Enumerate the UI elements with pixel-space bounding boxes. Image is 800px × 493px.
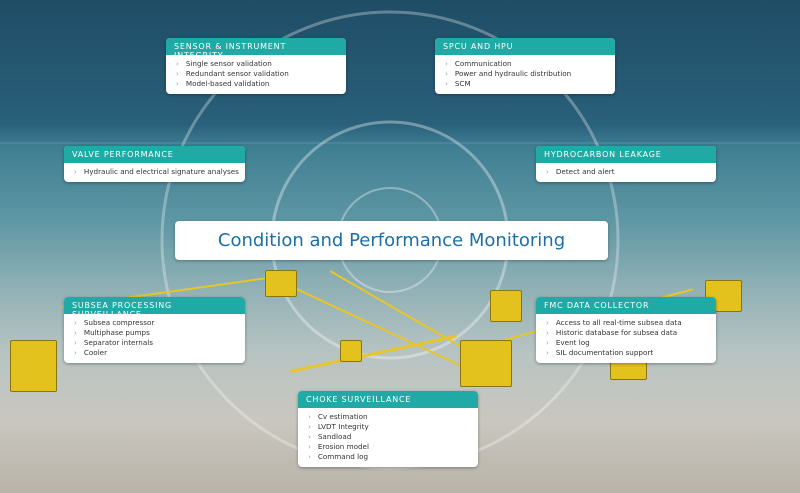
card-header: SPCU and HPU bbox=[435, 38, 615, 55]
main-title: Condition and Performance Monitoring bbox=[175, 221, 608, 260]
card-header: FMC Data Collector bbox=[536, 297, 716, 314]
list-item: Communication bbox=[445, 59, 607, 69]
fmc-data-collector-card: FMC Data Collector Access to all real-ti… bbox=[536, 297, 716, 363]
card-header: Hydrocarbon Leakage bbox=[536, 146, 716, 163]
card-header: Subsea Processing Surveillance bbox=[64, 297, 245, 319]
list-item: SCM bbox=[445, 79, 607, 89]
choke-surveillance-card: Choke Surveillance Cv estimationLVDT Int… bbox=[298, 391, 478, 467]
list-item: Command log bbox=[308, 452, 470, 462]
subsea-processing-card: Subsea Processing Surveillance Subsea co… bbox=[64, 297, 245, 363]
list-item: Power and hydraulic distribution bbox=[445, 69, 607, 79]
list-item: Model-based validation bbox=[176, 79, 338, 89]
list-item: Cooler bbox=[74, 348, 237, 358]
card-header: Sensor & Instrument Integrity bbox=[166, 38, 346, 60]
valve-performance-card: Valve Performance Hydraulic and electric… bbox=[64, 146, 245, 182]
hydrocarbon-leakage-card: Hydrocarbon Leakage Detect and alert bbox=[536, 146, 716, 182]
list-item: Sandload bbox=[308, 432, 470, 442]
list-item: Separator internals bbox=[74, 338, 237, 348]
list-item: Redundant sensor validation bbox=[176, 69, 338, 79]
list-item: Subsea compressor bbox=[74, 318, 237, 328]
list-item: Event log bbox=[546, 338, 708, 348]
sensor-integrity-card: Sensor & Instrument Integrity Single sen… bbox=[166, 38, 346, 94]
spcu-hpu-card: SPCU and HPU CommunicationPower and hydr… bbox=[435, 38, 615, 94]
list-item: SIL documentation support bbox=[546, 348, 708, 358]
list-item: Historic database for subsea data bbox=[546, 328, 708, 338]
card-header: Choke Surveillance bbox=[298, 391, 478, 408]
list-item: Single sensor validation bbox=[176, 59, 338, 69]
list-item: Cv estimation bbox=[308, 412, 470, 422]
list-item: Detect and alert bbox=[546, 167, 708, 177]
list-item: Erosion model bbox=[308, 442, 470, 452]
list-item: Access to all real-time subsea data bbox=[546, 318, 708, 328]
list-item: Multiphase pumps bbox=[74, 328, 237, 338]
list-item: Hydraulic and electrical signature analy… bbox=[74, 167, 239, 177]
card-header: Valve Performance bbox=[64, 146, 245, 163]
list-item: LVDT Integrity bbox=[308, 422, 470, 432]
